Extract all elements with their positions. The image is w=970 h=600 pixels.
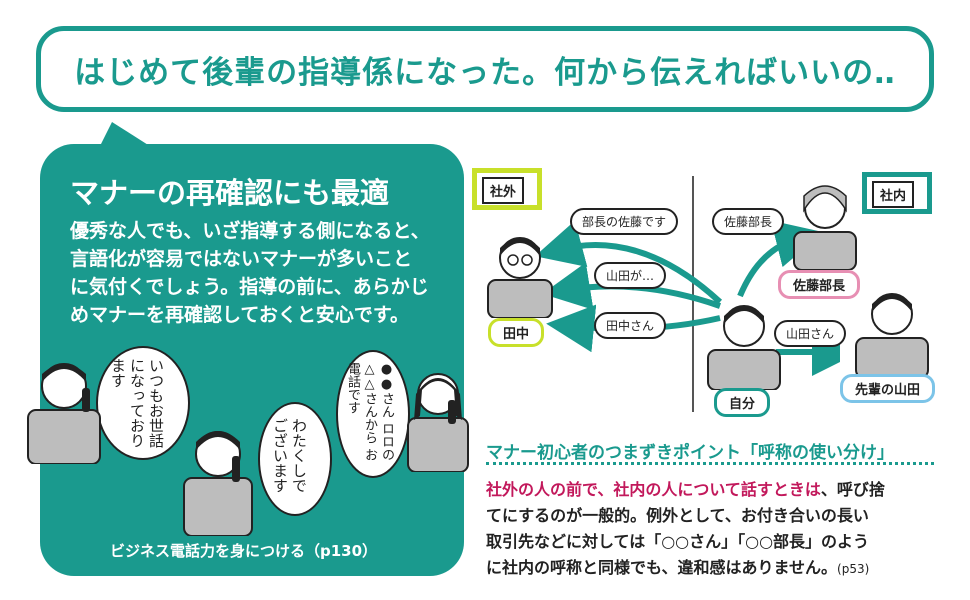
- person-center-phone-icon: [183, 431, 253, 536]
- sato-bucho-person-icon: [793, 185, 857, 270]
- self-person-icon: [707, 305, 781, 390]
- tips-line-1-highlight: 社外の人の前で、社内の人について話すときは: [486, 480, 821, 499]
- tips-title: マナー初心者のつまずきポイント「呼称の使い分け」: [486, 443, 894, 463]
- person-left-phone-icon: [27, 363, 101, 464]
- bubble-3-text: ●●さん ロロの△△さんから お電話です: [345, 362, 394, 462]
- speech-bucho-sato: 部長の佐藤です: [570, 208, 679, 235]
- left-panel-title: マナーの再確認にも最適: [70, 176, 390, 210]
- tanaka-label: 田中: [488, 318, 545, 347]
- speech-sato-bucho: 佐藤部長: [712, 208, 785, 235]
- header-bubble: はじめて後輩の指導係になった。何から伝えればいいの‥: [36, 26, 934, 112]
- tips-line-3: 取引先などに対しては「○○さん」「○○部長」のよう: [486, 532, 870, 551]
- self-label: 自分: [714, 388, 771, 417]
- sato-bucho-label: 佐藤部長: [778, 270, 861, 299]
- tips-page-ref: (p53): [837, 562, 870, 576]
- outside-tag: 社外: [482, 177, 525, 204]
- left-body-line: 優秀な人でも、いざ指導する側になると、: [70, 220, 430, 242]
- speech-bubble-3: ●●さん ロロの△△さんから お電話です: [336, 350, 410, 478]
- person-right-phone-icon: [407, 373, 469, 472]
- tips-dotted-divider: [486, 462, 934, 465]
- left-panel-caption: ビジネス電話力を身につける（p130）: [110, 542, 378, 560]
- tips-line-1: 社外の人の前で、社内の人について話すときは、呼び捨: [486, 476, 885, 500]
- header-title: はじめて後輩の指導係になった。何から伝えればいいの‥: [74, 54, 896, 91]
- outside-tag-frame: [472, 168, 542, 210]
- inside-tag-frame: [862, 172, 932, 214]
- senpai-yamada-person-icon: [855, 293, 929, 378]
- speech-bubble-1: いつもお世話になっております: [96, 346, 190, 460]
- speech-yamada-ga: 山田が…: [594, 262, 667, 289]
- speech-bubble-2: わたくしでございます: [258, 402, 332, 516]
- tanaka-person-icon: [487, 237, 553, 318]
- senpai-yamada-label: 先輩の山田: [840, 374, 936, 403]
- left-body-line: 言語化が容易ではないマナーが多いこと: [70, 248, 413, 270]
- tips-line-4: に社内の呼称と同様でも、違和感はありません。(p53): [486, 554, 869, 578]
- inside-tag: 社内: [872, 181, 915, 208]
- tips-line-1-rest: 、呼び捨: [820, 480, 885, 499]
- left-body-line: めマナーを再確認しておくと安心です。: [70, 304, 409, 326]
- bubble-2-text: わたくしでございます: [271, 418, 308, 493]
- tips-line-2: てにするのが一般的。例外として、お付き合いの長い: [486, 506, 869, 525]
- tips-line-4-main: に社内の呼称と同様でも、違和感はありません。: [486, 558, 838, 577]
- bubble-1-text: いつもお世話になっております: [109, 358, 165, 448]
- divider-line: [692, 176, 694, 412]
- speech-yamada-san: 山田さん: [774, 320, 847, 347]
- speech-tanaka-san: 田中さん: [594, 312, 667, 339]
- left-body-line: に気付くでしょう。指導の前に、あらかじ: [70, 276, 429, 298]
